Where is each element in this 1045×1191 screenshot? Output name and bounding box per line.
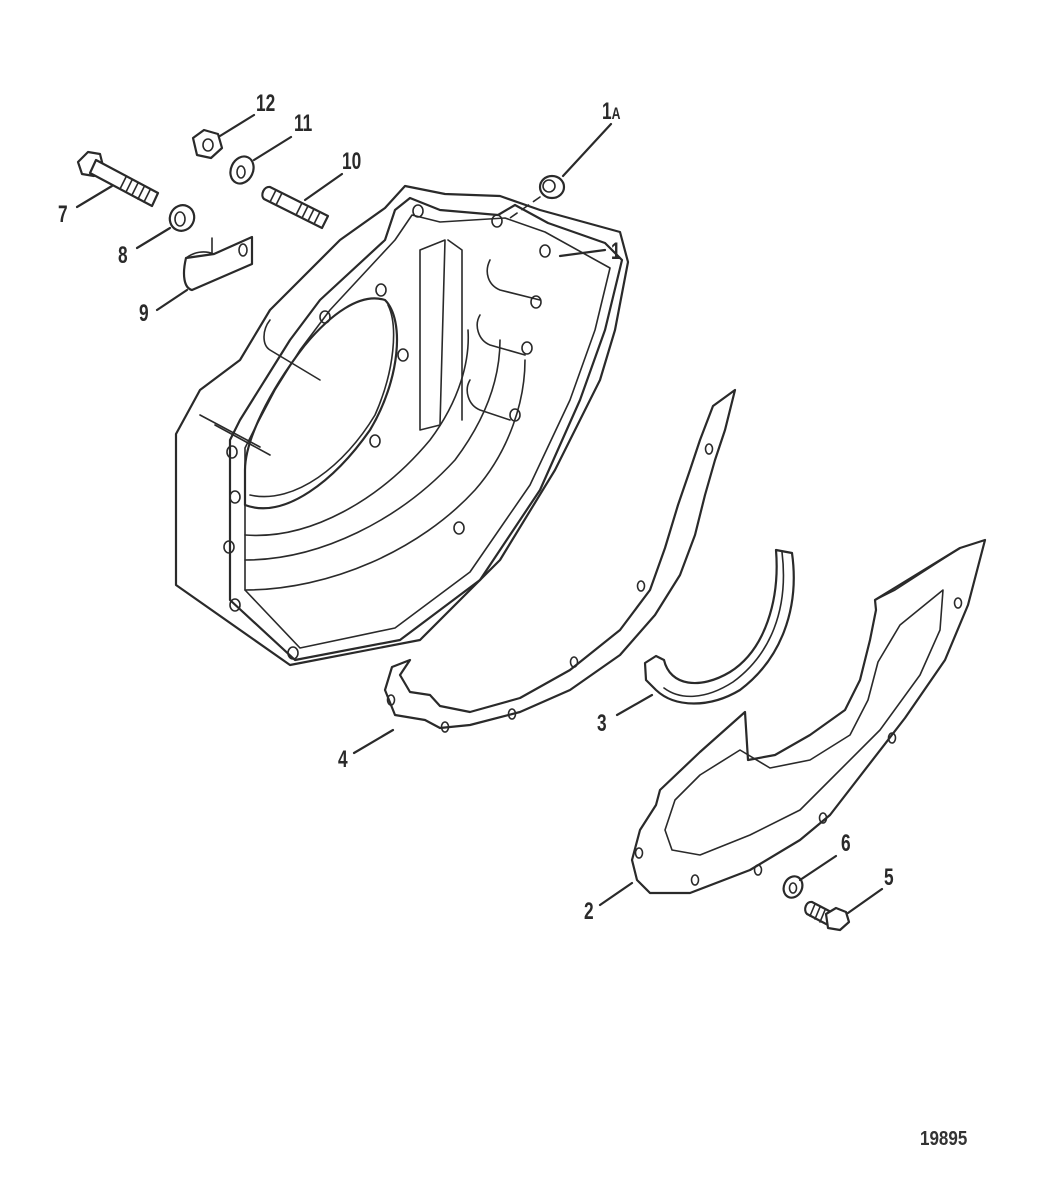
figure-number: 19895 [920, 1128, 968, 1150]
callout-3: 3 [597, 710, 607, 737]
cover-plate-part-2 [598, 538, 987, 907]
callout-5: 5 [884, 864, 894, 891]
callout-9: 9 [139, 300, 149, 327]
seal-part-3 [615, 548, 795, 717]
callout-1a: 1A [602, 98, 621, 125]
callout-8: 8 [118, 242, 128, 269]
bolt-part-7 [75, 150, 160, 209]
callout-11: 11 [294, 110, 313, 137]
washer-part-8 [135, 204, 196, 250]
callout-1: 1 [611, 238, 621, 265]
callout-4: 4 [338, 746, 348, 773]
washer-part-11 [229, 135, 293, 185]
bolt-holes [223, 204, 551, 660]
callout-7: 7 [58, 201, 68, 228]
callout-12: 12 [256, 90, 276, 117]
leader-part-1 [558, 248, 607, 258]
screw-part-5 [804, 887, 884, 932]
plug-part-1a [509, 122, 613, 219]
washer-part-6 [782, 854, 838, 899]
nut-part-12 [191, 113, 256, 160]
callout-2: 2 [584, 898, 594, 925]
gasket-part-4 [352, 388, 737, 755]
flywheel-housing-part-1 [174, 184, 630, 667]
stud-part-10 [261, 172, 344, 230]
callout-10: 10 [342, 148, 362, 175]
clamp-part-9 [155, 235, 254, 312]
callout-6: 6 [841, 830, 851, 857]
